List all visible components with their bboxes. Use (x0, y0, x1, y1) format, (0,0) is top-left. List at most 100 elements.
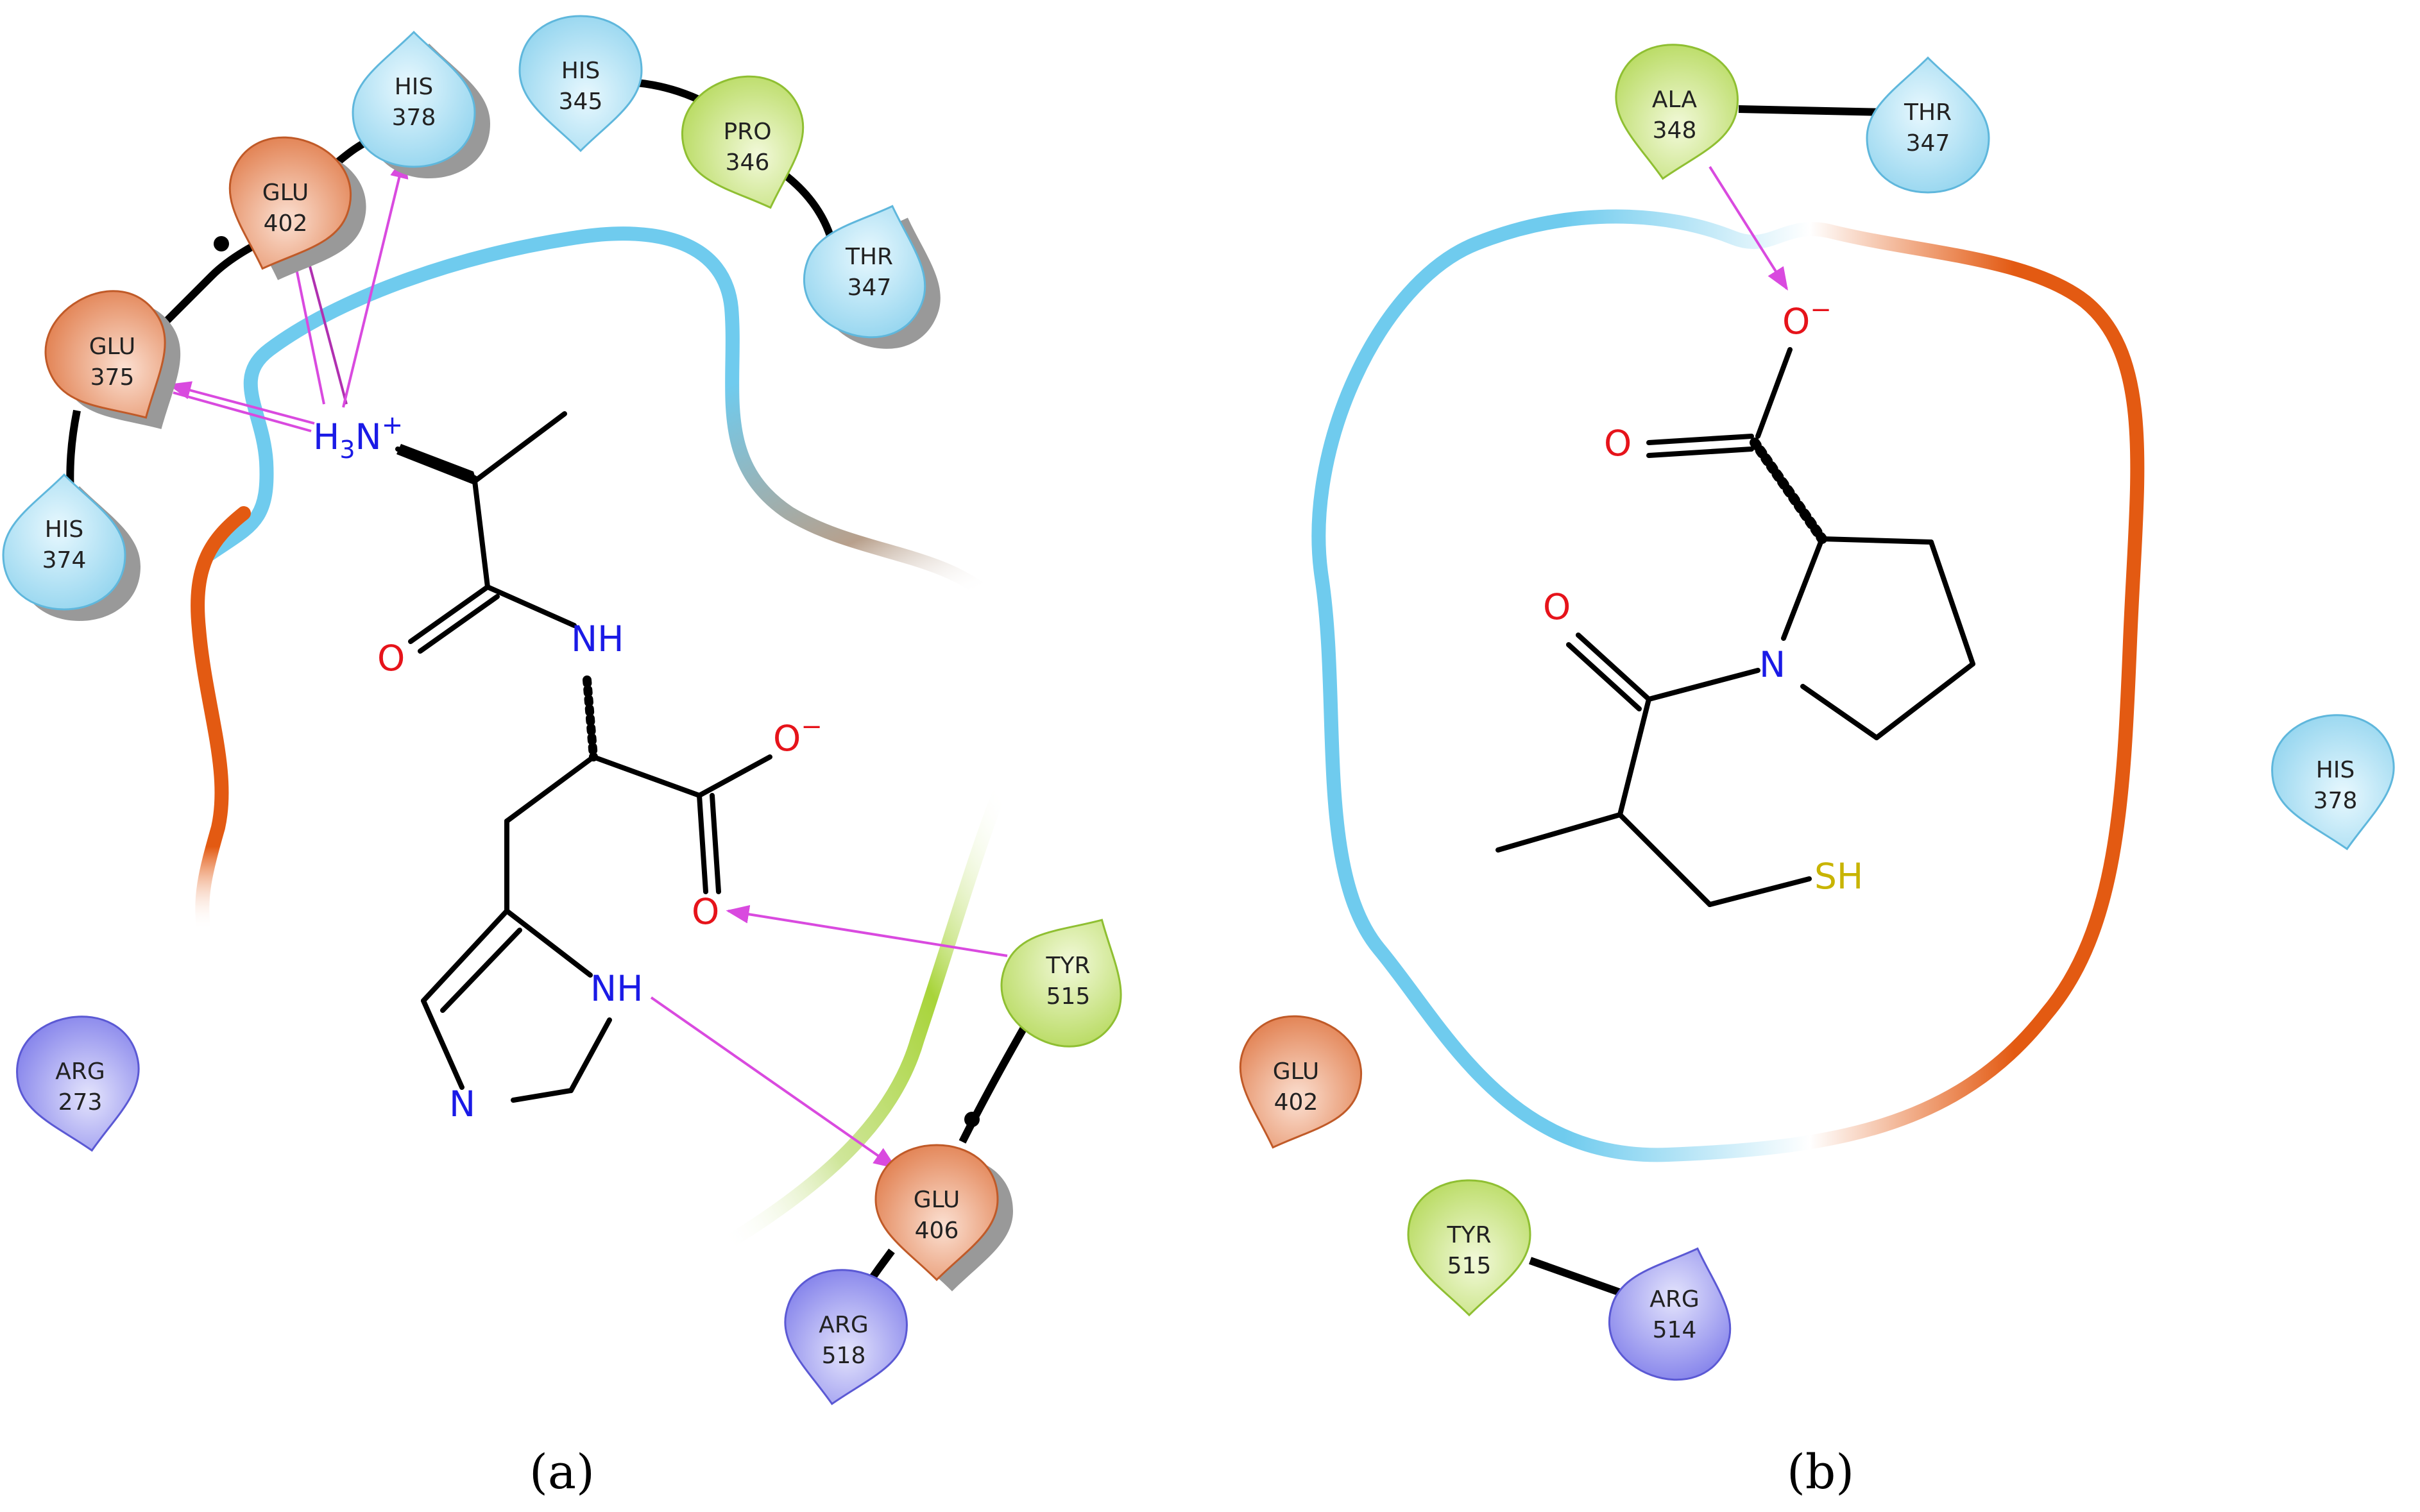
hbond-nh3-his378 (342, 155, 409, 408)
residue-number: 374 (42, 547, 87, 573)
bond-ring-4 (511, 1088, 574, 1103)
residue-name: THR (845, 244, 893, 270)
residue-name: HIS (561, 58, 601, 84)
residue-number: 348 (1653, 117, 1697, 144)
ligand-a-bonds (395, 411, 772, 1103)
hbond-tyr515-o (726, 905, 1008, 957)
residue-droplet (1407, 1179, 1531, 1317)
residue-name: GLU (262, 180, 309, 206)
atom-h-subscript: 3 (339, 436, 355, 464)
residue-name: GLU (89, 334, 136, 360)
residue-number: 378 (392, 105, 436, 131)
residue-number: 347 (1906, 130, 1950, 157)
residue-number: 347 (848, 275, 892, 301)
bond-ring-1 (1819, 536, 1934, 545)
atom-amide-o: O (377, 638, 405, 679)
bond-c-nh (485, 584, 577, 628)
residue-number: 518 (822, 1343, 866, 1369)
bond-ring-1 (504, 908, 593, 978)
residue-droplet (1615, 44, 1739, 180)
residue-name: GLU (914, 1187, 960, 1213)
atom-charge: + (382, 411, 404, 440)
residue-droplet (352, 30, 476, 168)
hbond-nh3-glu375-b (173, 391, 312, 432)
bond-ring-3 (421, 998, 464, 1090)
residue-number: 402 (1274, 1089, 1318, 1116)
hbonds-a (167, 155, 1008, 1169)
panel-a: H3N+ O NH O− O NH N HIS378HIS345PRO346TH… (2, 15, 1122, 1500)
caption-b: (b) (1787, 1445, 1854, 1500)
bond-acyl-o-a (1576, 633, 1651, 702)
residue-thr-347: THR 347 (803, 205, 941, 349)
bond-c2-o-a (697, 793, 708, 894)
residue-droplet (1608, 1247, 1732, 1381)
hbond-nh3-glu375 (167, 381, 315, 425)
hash-bond (1750, 437, 1827, 544)
backbone-node (964, 1112, 980, 1127)
residue-number: 273 (58, 1089, 103, 1116)
bond-ch2-s (1707, 876, 1812, 907)
atom-h: H (313, 416, 339, 457)
atom-carboxyl-o: O (1604, 423, 1632, 464)
residue-droplet (1000, 919, 1122, 1048)
caption-a: (a) (529, 1445, 595, 1500)
bond-c2-o-b (710, 793, 721, 894)
residue-droplet (228, 136, 352, 270)
residue-name: THR (1904, 99, 1952, 126)
atom-carboxylate-o: O− (773, 712, 822, 759)
atom-o: O (1782, 301, 1810, 342)
ligand-b-bonds (1495, 347, 1975, 907)
residue-droplet (16, 1015, 140, 1152)
residue-name: ARG (819, 1312, 869, 1338)
residue-name: ARG (1649, 1286, 1700, 1312)
residue-name: TYR (1046, 953, 1091, 979)
atom-charge: − (801, 712, 822, 742)
residue-number: 375 (90, 364, 135, 391)
backbone-tyr515-arg514 (1528, 1257, 1632, 1300)
hash-bond (583, 675, 598, 761)
residue-arg-273: ARG 273 (16, 1015, 140, 1152)
wedge-bond (396, 444, 478, 486)
bond-ring-2 (421, 908, 509, 1003)
residue-droplet (681, 75, 805, 209)
pocket-contour-upper (201, 226, 989, 597)
bond-c-o-b (418, 594, 500, 654)
bond-ca2-c2 (591, 754, 702, 798)
atom-thiol: SH (1814, 856, 1863, 897)
atom-imidazole-n: N (449, 1083, 475, 1125)
bond-acyl-ca (1617, 697, 1651, 817)
bond-acyl-o-b (1566, 642, 1642, 711)
residue-droplet (1866, 56, 1990, 194)
bond-c-o-a (1646, 434, 1754, 445)
pocket-contour-b (1311, 209, 2145, 1162)
hbond-ala348-o (1708, 166, 1788, 291)
atom-n: N (355, 416, 382, 457)
residue-droplet (784, 1269, 908, 1406)
residue-glu-375: GLU 375 (44, 290, 181, 429)
residue-name: HIS (2316, 757, 2355, 783)
bond-ca-ch2 (1617, 812, 1712, 907)
atom-carboxylate-o: O− (1782, 295, 1832, 342)
residue-thr-347: THR 347 (1866, 56, 1990, 194)
residues-panel-a: HIS378HIS345PRO346THR347GLU402GLU375HIS3… (2, 15, 1122, 1406)
residue-number: 515 (1447, 1253, 1492, 1279)
residue-name: HIS (395, 74, 434, 100)
residue-number: 345 (559, 89, 603, 115)
bond-c2-ominus (697, 754, 772, 798)
bond-ca-methyl (1495, 812, 1623, 853)
residue-number: 515 (1046, 983, 1091, 1010)
panel-b: O− O N O SH ALA348THR347HIS378GLU402TYR5… (1239, 44, 2395, 1500)
bond-c-o-b (1646, 446, 1754, 458)
bond-ca-methyl (472, 411, 567, 484)
atom-acyl-o: O (1543, 586, 1571, 627)
bond-c-ominus (1755, 347, 1793, 439)
residue-name: ARG (55, 1058, 105, 1085)
hbond-nh-glu406 (650, 996, 897, 1169)
residue-his-345: HIS 345 (518, 15, 643, 153)
bond-ring-4 (1800, 684, 1879, 740)
residue-droplet (518, 15, 643, 153)
